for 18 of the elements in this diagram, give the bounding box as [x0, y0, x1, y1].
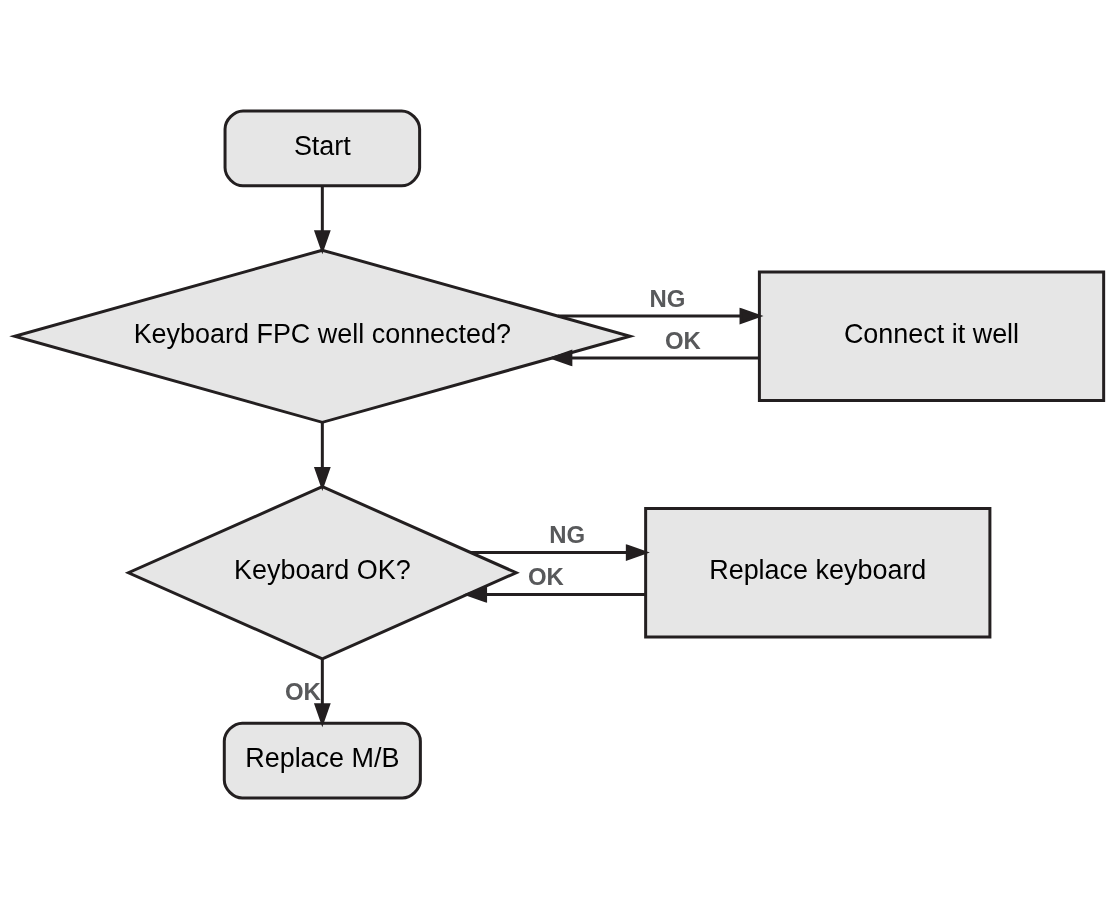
arrow [471, 543, 650, 561]
node-diamond: Keyboard OK? [124, 484, 520, 660]
arrow [313, 185, 331, 254]
arrow [557, 307, 764, 324]
node-box: Replace M/B [222, 721, 422, 799]
edge-label: NG [649, 284, 686, 312]
arrow [313, 658, 331, 727]
node-box: Connect it well [757, 269, 1106, 402]
arrow [548, 349, 759, 366]
arrow [313, 422, 331, 491]
node-box: Start [223, 109, 422, 187]
arrow [463, 585, 646, 603]
node-diamond: Keyboard FPC well connected? [9, 248, 636, 424]
edge-label: OK [527, 562, 564, 590]
edge-label: OK [664, 326, 701, 354]
node-box: Replace keyboard [644, 506, 992, 639]
edge-label: OK [284, 677, 321, 705]
edge-label: NG [549, 520, 586, 548]
